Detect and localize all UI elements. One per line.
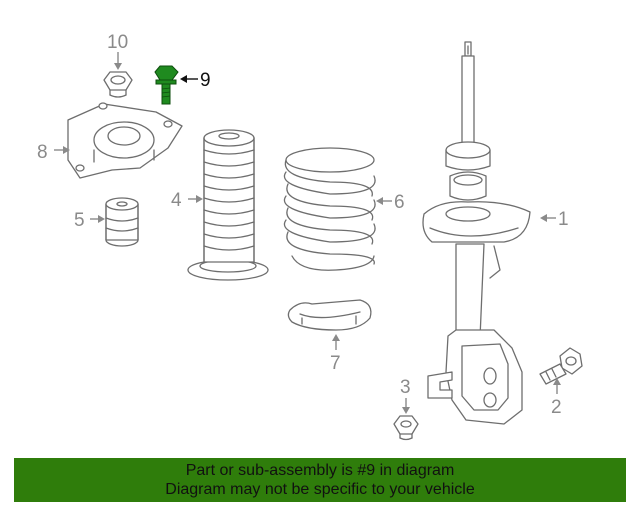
part-5-bump-stop[interactable] [105, 197, 139, 247]
part-3-nut[interactable] [393, 415, 419, 441]
parts-diagram: 10 9 8 5 [37, 32, 583, 441]
arrow-10 [114, 63, 122, 70]
banner-line-1: Part or sub-assembly is #9 in diagram [185, 462, 455, 479]
arrow-9 [180, 75, 187, 83]
callout-10: 10 [107, 32, 128, 53]
arrow-1 [540, 214, 547, 222]
callout-8: 8 [37, 142, 48, 163]
callout-7: 7 [330, 353, 341, 374]
part-7-insulator[interactable] [287, 299, 372, 331]
banner-line-2: Diagram may not be specific to your vehi… [165, 481, 475, 498]
part-8-upper-mount[interactable] [67, 102, 183, 179]
part-1-strut[interactable] [422, 41, 531, 425]
part-10-nut[interactable] [103, 71, 133, 98]
callout-9: 9 [200, 70, 211, 91]
arrow-3 [402, 407, 410, 414]
part-2-bolt[interactable] [539, 347, 583, 385]
info-banner: Part or sub-assembly is #9 in diagram Di… [14, 458, 626, 502]
callout-3: 3 [400, 377, 411, 398]
callout-5: 5 [74, 210, 85, 231]
part-6-coil-spring[interactable] [283, 147, 376, 271]
arrow-6 [376, 197, 383, 205]
arrow-8 [63, 146, 70, 154]
callout-1: 1 [558, 209, 569, 230]
arrow-2 [553, 378, 561, 385]
part-4-dust-boot[interactable] [187, 129, 269, 281]
callout-4: 4 [171, 190, 182, 211]
arrow-4 [196, 195, 203, 203]
arrow-5 [98, 215, 105, 223]
callout-2: 2 [551, 397, 562, 418]
arrow-7 [332, 334, 340, 341]
part-9-bolt[interactable] [154, 65, 179, 105]
callout-6: 6 [394, 192, 405, 213]
